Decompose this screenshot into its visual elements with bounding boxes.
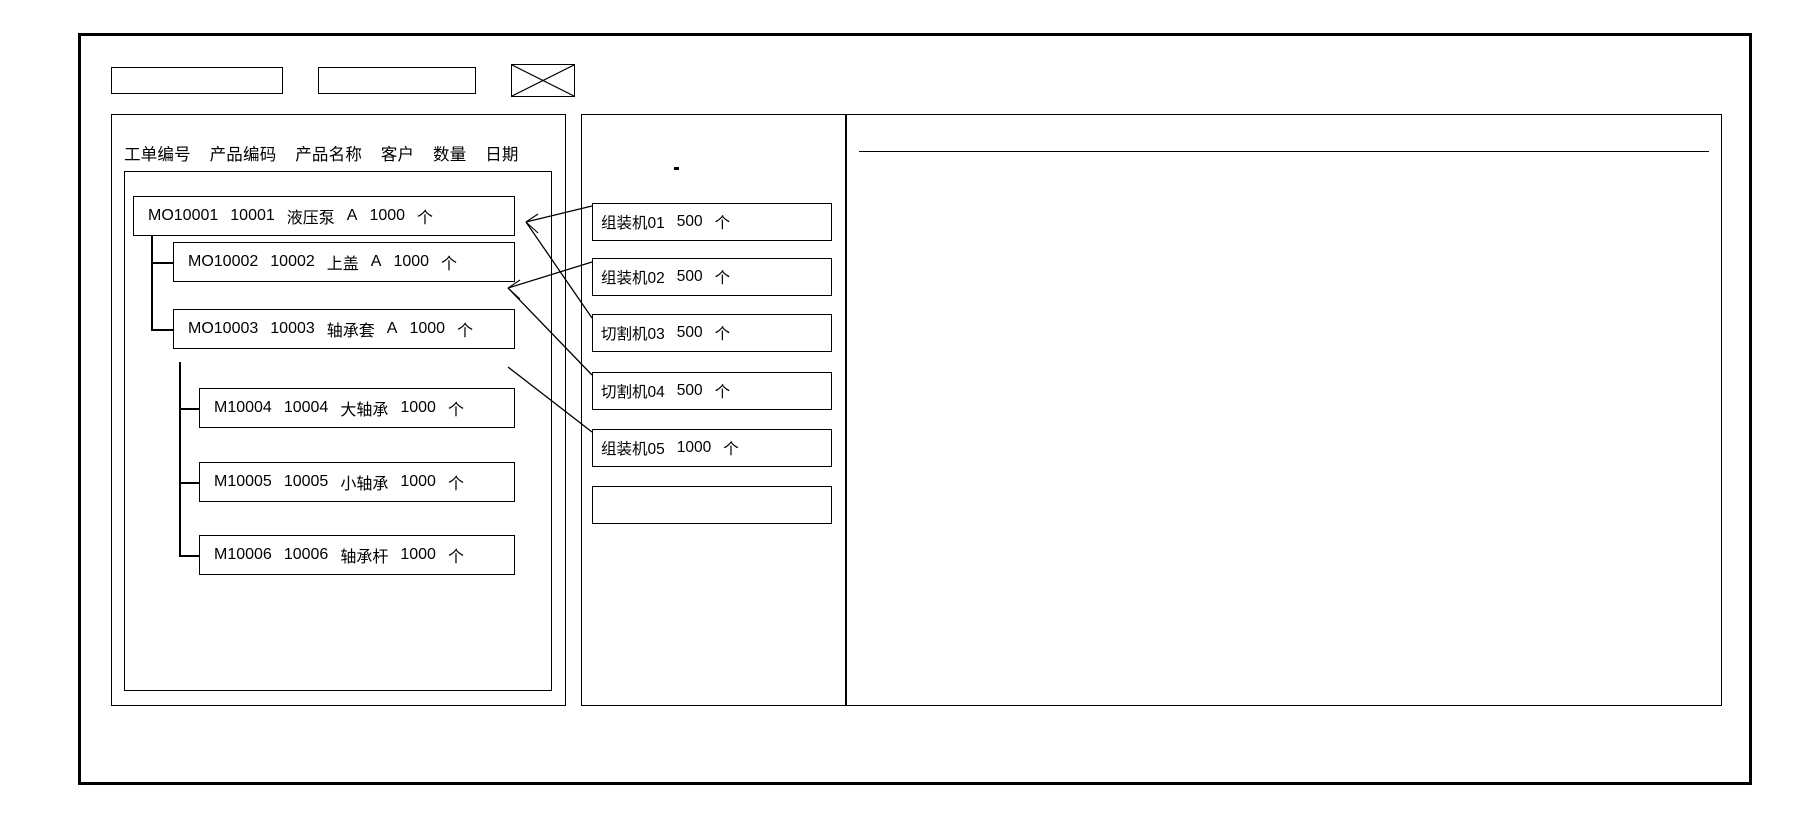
- toolbar: [111, 64, 575, 97]
- node-qty: 1000: [400, 473, 436, 490]
- marker-dot-icon: [674, 167, 679, 170]
- node-order-no: M10006: [214, 546, 272, 563]
- node-product-code: 10005: [283, 473, 329, 490]
- machine-card-2[interactable]: 组装机02 500 个: [592, 258, 832, 296]
- node-qty: 1000: [400, 399, 436, 416]
- node-qty: 1000: [409, 320, 446, 337]
- node-product-name: 小轴承: [340, 476, 389, 493]
- column-header-product-code: 产品编码: [209, 146, 277, 164]
- machine-name: 组装机01: [601, 215, 665, 232]
- machine-card-3[interactable]: 切割机03 500 个: [592, 314, 832, 352]
- machine-name: 组装机05: [601, 441, 665, 458]
- detail-panel-divider: [859, 151, 1709, 152]
- machine-card-empty-slot[interactable]: [592, 486, 832, 524]
- tree-line-root-to-child2: [151, 329, 173, 331]
- tree-line-root-to-child1: [151, 262, 173, 264]
- toolbar-field-2[interactable]: [318, 67, 476, 94]
- node-product-name: 轴承杆: [340, 549, 389, 566]
- node-order-no: MO10002: [188, 253, 259, 270]
- machine-card-1[interactable]: 组装机01 500 个: [592, 203, 832, 241]
- machine-qty: 500: [676, 324, 703, 341]
- machine-card-5[interactable]: 组装机05 1000 个: [592, 429, 832, 467]
- node-order-no: MO10001: [148, 207, 219, 224]
- tree-node-mo10003[interactable]: MO10003 10003 轴承套 A 1000 个: [173, 309, 515, 349]
- machine-unit: 个: [714, 270, 731, 287]
- machine-unit: 个: [723, 441, 739, 458]
- detail-panel: [846, 114, 1722, 706]
- node-product-code: 10001: [230, 207, 275, 224]
- tree-node-mo10002[interactable]: MO10002 10002 上盖 A 1000 个: [173, 242, 515, 282]
- node-unit: 个: [457, 323, 474, 340]
- machine-name: 切割机03: [601, 326, 665, 343]
- tree-node-m10004[interactable]: M10004 10004 大轴承 1000 个: [199, 388, 515, 428]
- node-order-no: MO10003: [188, 320, 259, 337]
- machine-unit: 个: [714, 384, 731, 401]
- column-header-customer: 客户: [380, 146, 415, 164]
- node-customer: A: [370, 253, 382, 270]
- work-order-tree: MO10001 10001 液压泵 A 1000 个 MO10002 10002…: [124, 171, 552, 691]
- machine-name: 切割机04: [601, 384, 665, 401]
- node-product-code: 10004: [283, 399, 329, 416]
- node-product-name: 大轴承: [340, 402, 389, 419]
- node-product-name: 上盖: [326, 256, 359, 273]
- node-unit: 个: [441, 256, 458, 273]
- node-unit: 个: [447, 476, 464, 493]
- machine-card-4[interactable]: 切割机04 500 个: [592, 372, 832, 410]
- node-product-code: 10003: [270, 320, 315, 337]
- window-frame: 工单编号 产品编码 产品名称 客户 数量 日期 MO10001: [78, 33, 1752, 785]
- machine-qty: 500: [676, 382, 703, 399]
- node-order-no: M10005: [214, 473, 272, 490]
- tree-node-mo10001[interactable]: MO10001 10001 液压泵 A 1000 个: [133, 196, 515, 236]
- node-product-code: 10002: [270, 253, 315, 270]
- node-unit: 个: [417, 210, 434, 227]
- tree-line-branch-vertical: [179, 362, 181, 556]
- machine-qty: 500: [676, 268, 703, 285]
- node-unit: 个: [447, 549, 464, 566]
- node-qty: 1000: [393, 253, 430, 270]
- column-header-order-no: 工单编号: [124, 146, 191, 164]
- tree-node-m10005[interactable]: M10005 10005 小轴承 1000 个: [199, 462, 515, 502]
- node-customer: A: [346, 207, 358, 224]
- machine-qty: 1000: [676, 439, 712, 456]
- node-order-no: M10004: [214, 399, 272, 416]
- tree-line-branch-to-leaf2: [179, 482, 199, 484]
- crossed-box-icon[interactable]: [511, 64, 575, 97]
- node-product-name: 液压泵: [286, 210, 335, 227]
- column-headers: 工单编号 产品编码 产品名称 客户 数量 日期: [124, 141, 519, 165]
- machine-schedule-panel: 组装机01 500 个 组装机02 500 个 切割机03 500 个 切割机0…: [581, 114, 846, 706]
- node-qty: 1000: [369, 207, 406, 224]
- machine-qty: 500: [676, 213, 703, 230]
- column-header-qty: 数量: [433, 146, 467, 164]
- toolbar-field-1[interactable]: [111, 67, 283, 94]
- node-product-name: 轴承套: [326, 323, 375, 340]
- machine-unit: 个: [714, 326, 731, 343]
- machine-name: 组装机02: [601, 270, 665, 287]
- column-header-product-name: 产品名称: [295, 146, 363, 164]
- node-product-code: 10006: [283, 546, 329, 563]
- node-qty: 1000: [400, 546, 436, 563]
- tree-line-branch-to-leaf3: [179, 555, 199, 557]
- tree-node-m10006[interactable]: M10006 10006 轴承杆 1000 个: [199, 535, 515, 575]
- tree-line-branch-to-leaf1: [179, 408, 199, 410]
- machine-unit: 个: [714, 215, 731, 232]
- node-customer: A: [386, 320, 398, 337]
- column-header-date: 日期: [485, 146, 519, 164]
- node-unit: 个: [447, 402, 464, 419]
- tree-line-root-vertical: [151, 216, 153, 330]
- work-order-panel: 工单编号 产品编码 产品名称 客户 数量 日期 MO10001: [111, 114, 566, 706]
